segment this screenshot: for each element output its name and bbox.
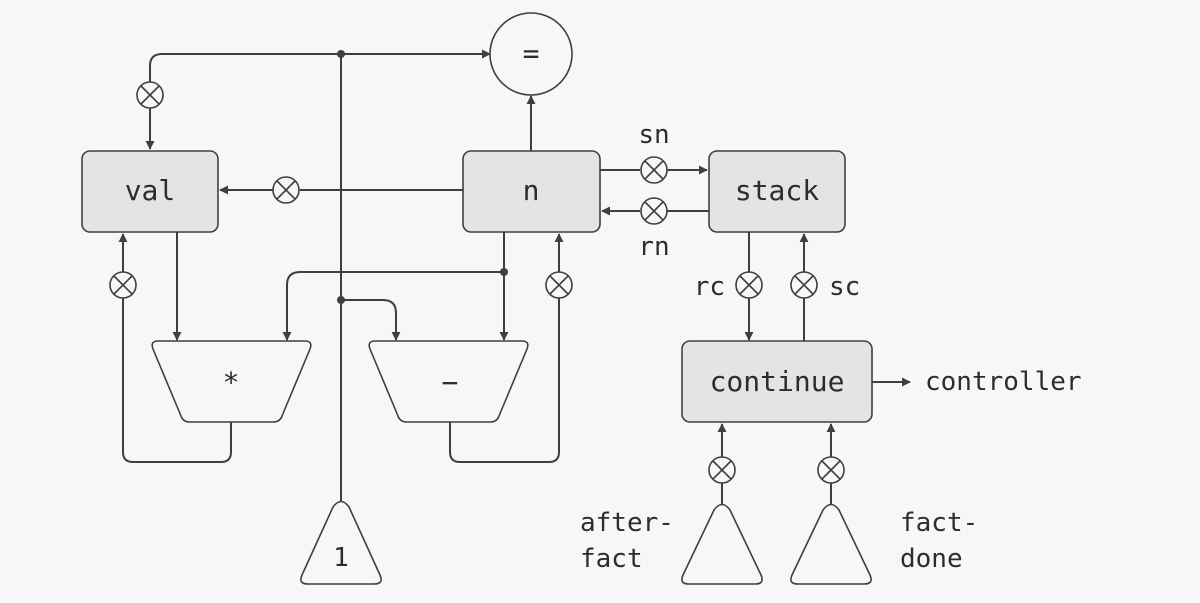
controller-label: controller	[925, 367, 1082, 397]
junction-dot	[500, 268, 508, 276]
gate-sn-label: sn	[638, 120, 669, 150]
wire-equals-input-a	[149, 49, 491, 82]
constant-after-fact	[681, 503, 763, 585]
gate-icon	[109, 271, 137, 299]
register-val: val	[81, 150, 219, 233]
gate-sc-label: sc	[829, 272, 860, 302]
subtract-operation: −	[368, 340, 529, 423]
subtract-operation-label: −	[442, 366, 459, 399]
equals-test: =	[489, 12, 573, 96]
fact-done-label-line1: fact-	[900, 508, 978, 538]
register-val-label: val	[125, 174, 176, 207]
gate-icon	[272, 176, 300, 204]
gate-sn-icon	[640, 156, 668, 184]
register-stack-label: stack	[735, 174, 819, 207]
equals-test-label: =	[523, 37, 540, 70]
gate-rn-icon	[640, 197, 668, 225]
register-stack: stack	[708, 150, 846, 233]
constant-fact-done	[790, 503, 872, 585]
gate-rc-label: rc	[694, 272, 725, 302]
register-continue: continue	[681, 340, 873, 423]
wire-one-to-subtract	[341, 299, 401, 341]
gate-icon	[708, 456, 736, 484]
after-fact-label-line1: after-	[580, 508, 674, 538]
gate-icon	[817, 456, 845, 484]
wire-subtract-to-n	[449, 298, 560, 463]
wire-multiply-to-val	[122, 298, 232, 463]
gate-icon	[136, 81, 164, 109]
after-fact-label-line2: fact	[580, 544, 643, 574]
constant-one-label: 1	[333, 543, 349, 573]
wires	[118, 49, 911, 505]
gate-icon	[545, 271, 573, 299]
constant-one: 1	[300, 500, 382, 585]
multiply-operation-label: *	[223, 366, 240, 399]
junction-dot	[337, 50, 345, 58]
fact-done-label-line2: done	[900, 544, 963, 574]
multiply-operation: *	[151, 340, 312, 423]
junction-dot	[337, 296, 345, 304]
gate-rc-icon	[735, 271, 763, 299]
register-n-label: n	[523, 174, 540, 207]
wire-n-to-multiply	[282, 271, 504, 341]
gate-rn-label: rn	[638, 232, 669, 262]
register-n: n	[462, 150, 601, 233]
gate-sc-icon	[790, 271, 818, 299]
register-continue-label: continue	[710, 365, 845, 398]
